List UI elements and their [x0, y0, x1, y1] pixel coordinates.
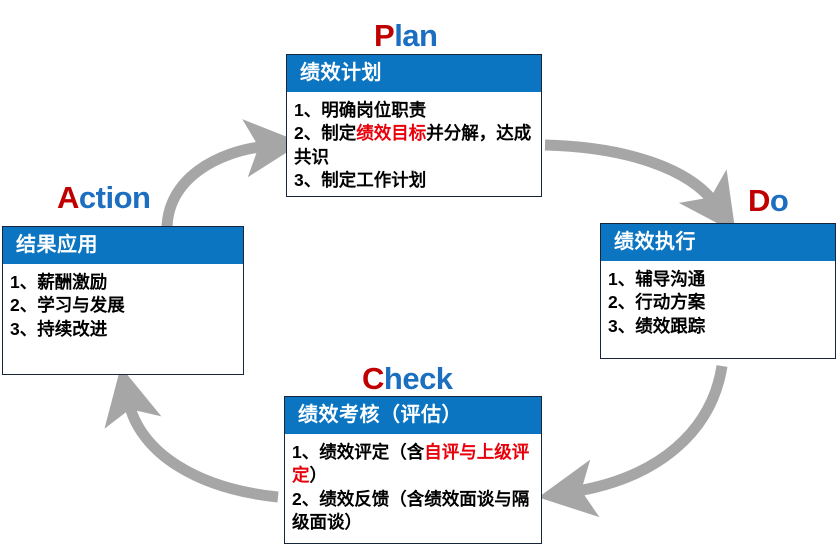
list-item-number: 3、 [10, 318, 38, 339]
stage-label-do-rest: o [769, 183, 789, 218]
arrow-check-to-action [104, 366, 279, 503]
stage-label-action-rest: ction [78, 180, 151, 215]
arrow-do-to-check [538, 365, 728, 518]
list-item: 1、辅导沟通 [608, 268, 830, 291]
stage-label-action-lead: A [57, 180, 79, 215]
list-item-number: 2、 [292, 488, 320, 509]
stage-label-plan-lead: P [374, 18, 395, 53]
list-item-number: 2、 [10, 295, 38, 316]
list-item-text: 薪酬激励 [37, 272, 108, 292]
list-item-text: 制定工作计划 [321, 169, 427, 190]
list-item: 3、绩效跟踪 [608, 315, 830, 338]
stage-label-check-rest: heck [383, 361, 453, 396]
stage-box-check-title: 绩效考核（评估） [285, 397, 541, 434]
list-item-text: 明确岗位职责 [321, 100, 427, 120]
stage-box-action-title: 结果应用 [3, 227, 243, 264]
list-item-number: 1、 [294, 100, 322, 120]
stage-label-do: Do [748, 183, 789, 218]
stage-label-do-lead: D [748, 183, 770, 218]
list-item: 2、制定绩效目标并分解，达成共识 [294, 122, 536, 169]
stage-label-check-lead: C [362, 361, 384, 396]
list-item-text: 辅导沟通 [635, 269, 706, 289]
list-item: 3、制定工作计划 [294, 169, 536, 192]
stage-box-plan-title: 绩效计划 [287, 55, 541, 92]
arrow-plan-to-do [544, 139, 736, 233]
list-item-text: 持续改进 [37, 318, 108, 339]
list-item: 1、明确岗位职责 [294, 99, 536, 122]
list-item: 3、持续改进 [10, 318, 238, 341]
list-item: 2、绩效反馈（含绩效面谈与隔级面谈） [292, 488, 536, 535]
stage-box-check: 绩效考核（评估） 1、绩效评定（含自评与上级评定）2、绩效反馈（含绩效面谈与隔级… [284, 396, 542, 544]
list-item: 1、绩效评定（含自评与上级评定） [292, 441, 536, 488]
list-item: 1、薪酬激励 [10, 271, 238, 294]
list-item-text: 绩效跟踪 [635, 315, 706, 336]
arrow-action-to-plan [161, 119, 302, 229]
list-item: 2、行动方案 [608, 291, 830, 314]
stage-label-check: Check [362, 363, 453, 394]
list-item-text: 绩效反馈（含绩效面谈与隔级面谈） [292, 488, 530, 532]
list-item-number: 2、 [608, 292, 636, 313]
stage-box-check-items: 1、绩效评定（含自评与上级评定）2、绩效反馈（含绩效面谈与隔级面谈） [285, 434, 541, 540]
list-item-text: 行动方案 [635, 292, 706, 313]
list-item-number: 3、 [294, 169, 322, 190]
list-item-highlight: 自评与上级评定 [292, 442, 530, 486]
list-item-number: 1、 [292, 442, 320, 462]
stage-label-plan-rest: lan [394, 18, 438, 53]
list-item-number: 1、 [10, 272, 38, 292]
list-item-number: 1、 [608, 269, 636, 289]
stage-label-action: Action [57, 180, 151, 215]
list-item-highlight: 绩效目标 [356, 123, 427, 144]
stage-label-plan: Plan [374, 18, 438, 53]
list-item-text-tail: 并分解，达成共识 [294, 123, 532, 167]
list-item: 2、学习与发展 [10, 294, 238, 317]
list-item-text: 绩效评定（含 [319, 442, 425, 462]
stage-box-do-title: 绩效执行 [601, 224, 835, 261]
list-item-number: 2、 [294, 123, 322, 144]
list-item-text: 学习与发展 [37, 295, 125, 316]
list-item-text-tail: ） [309, 465, 328, 486]
list-item-text: 制定 [321, 123, 357, 144]
list-item-number: 3、 [608, 315, 636, 336]
